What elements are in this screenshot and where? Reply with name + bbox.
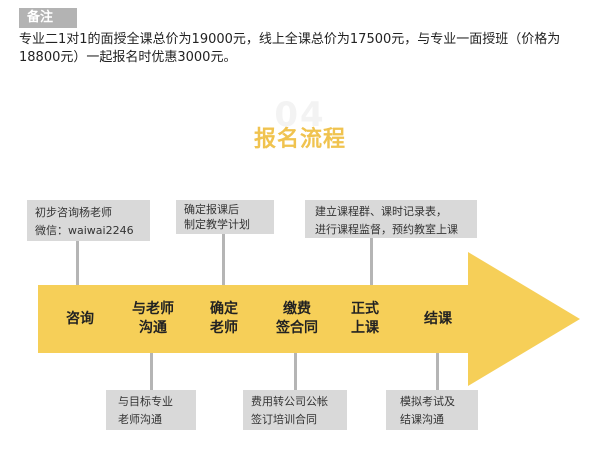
step-consult: 咨询 [55,310,105,329]
step-label-line: 签合同 [276,320,318,336]
connector-top-1 [76,240,79,285]
step-finish: 结课 [413,310,463,329]
top-box-line: 初步咨询杨老师 [35,206,112,219]
step-pay: 缴费签合同 [262,300,332,338]
step-label-line: 结课 [424,311,452,327]
bottom-box-finish: 模拟考试及 结课沟通 [386,390,478,430]
connector-bottom-2 [294,353,297,391]
step-start-class: 正式上课 [340,300,390,338]
arrow-shape [38,252,580,386]
top-box-line: 制定教学计划 [184,218,250,231]
top-box-line: 进行课程监督，预约教室上课 [315,223,458,236]
connector-bottom-3 [436,353,439,391]
bottom-box-line: 结课沟通 [400,413,444,426]
top-box-line: 微信：waiwai2246 [35,224,134,237]
step-label-line: 沟通 [139,320,167,336]
step-label-line: 咨询 [66,311,94,327]
bottom-box-line: 费用转公司公帐 [251,395,328,408]
bottom-box-line: 老师沟通 [118,413,162,426]
top-box-consult: 初步咨询杨老师 微信：waiwai2246 [27,200,150,241]
connector-bottom-1 [150,353,153,391]
step-label-line: 确定 [210,301,238,317]
bottom-box-line: 与目标专业 [118,395,173,408]
bottom-box-payment: 费用转公司公帐 签订培训合同 [243,390,347,430]
bottom-box-line: 签订培训合同 [251,413,317,426]
step-teacher-talk: 与老师沟通 [118,300,188,338]
note-text: 专业二1对1的面授全课总价为19000元，线上全课总价为17500元，与专业一面… [19,32,561,65]
connector-top-3 [370,237,373,285]
bottom-box-line: 模拟考试及 [400,395,455,408]
step-label-line: 与老师 [132,301,174,317]
bottom-box-teacher-talk: 与目标专业 老师沟通 [106,390,196,430]
top-box-plan: 确定报课后 制定教学计划 [176,200,274,234]
step-confirm-teacher: 确定老师 [195,300,253,338]
step-label-line: 缴费 [283,301,311,317]
connector-top-2 [222,233,225,285]
top-box-line: 建立课程群、课时记录表， [315,205,447,218]
note-tag: 备注 [19,8,77,28]
section-title: 报名流程 [253,127,346,152]
step-label-line: 正式 [351,301,379,317]
step-label-line: 上课 [351,320,379,336]
step-label-line: 老师 [210,320,238,336]
top-box-course-group: 建立课程群、课时记录表， 进行课程监督，预约教室上课 [305,200,477,238]
section-number: 04 [274,95,326,135]
top-box-line: 确定报课后 [184,203,239,216]
